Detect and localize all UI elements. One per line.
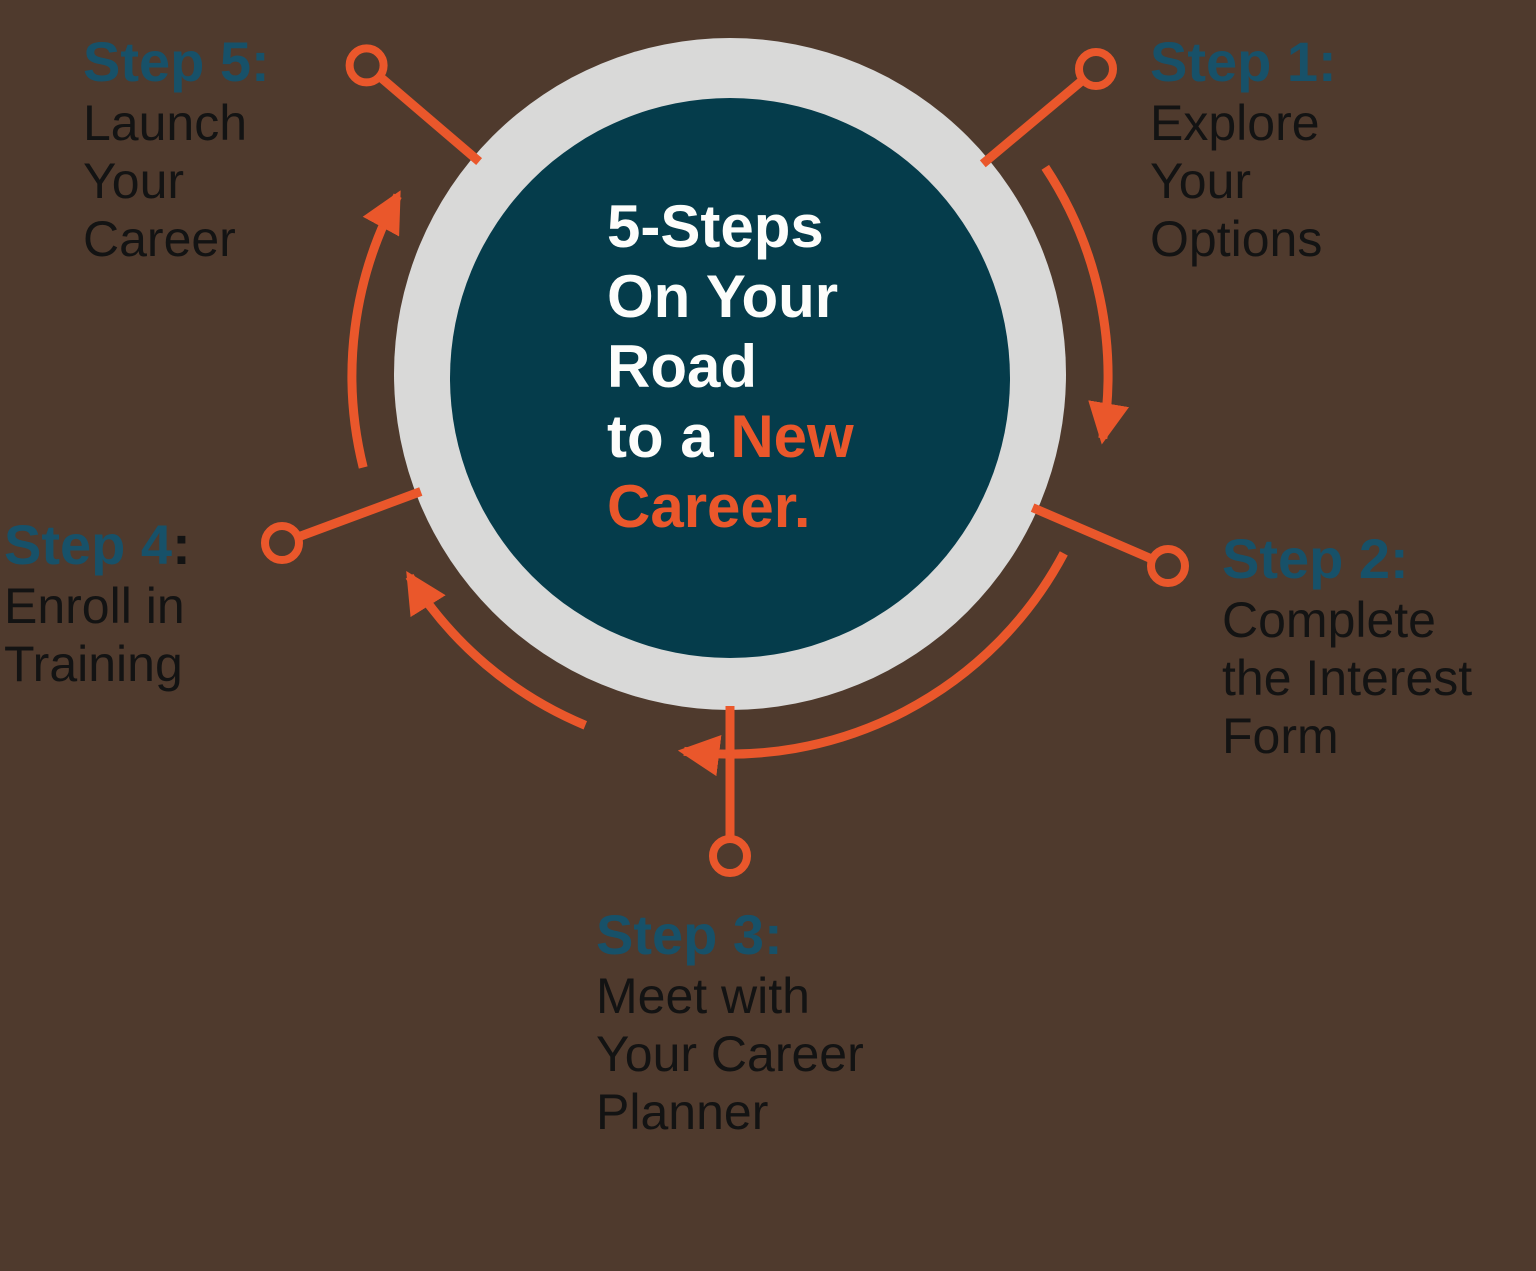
connector-ring-step3 xyxy=(709,835,751,877)
center-title-line4-accent: New xyxy=(730,403,854,470)
connector-line-step2 xyxy=(1030,503,1170,571)
step-3-heading: Step 3: xyxy=(596,903,864,967)
step-4-heading: Step 4: xyxy=(4,513,191,577)
step-5-body: Launch Your Career xyxy=(83,95,248,267)
step-5-heading: Step 5: xyxy=(83,30,270,94)
step-4-label: Step 4: Enroll in Training xyxy=(4,513,191,693)
step-1-body: Explore Your Options xyxy=(1150,95,1323,267)
center-title: 5-Steps On Your Road to a New Career. xyxy=(607,192,854,542)
connector-ring-step2 xyxy=(1147,545,1189,587)
arc-arrow-step4-to-step5 xyxy=(347,190,402,469)
connector-ring-step5 xyxy=(345,44,388,87)
connector-line-step1 xyxy=(979,65,1099,168)
step-1-heading: Step 1: xyxy=(1150,30,1337,94)
connector-ring-step4 xyxy=(261,522,303,564)
arc-arrow-step3-to-step4 xyxy=(405,571,588,730)
step-5-label: Step 5: Launch Your Career xyxy=(83,30,270,268)
step-3-label: Step 3: Meet with Your Career Planner xyxy=(596,903,864,1141)
step-5-heading-text: Step 5: xyxy=(83,30,270,93)
step-4-heading-text: Step 4 xyxy=(4,513,173,576)
arc-arrow-step1-to-step2 xyxy=(1041,164,1130,445)
center-title-white-lines: 5-Steps On Your Road xyxy=(607,193,839,400)
step-2-heading: Step 2: xyxy=(1222,527,1472,591)
step-2-body: Complete the Interest Form xyxy=(1222,592,1473,764)
center-title-line4: to a New xyxy=(607,402,854,472)
arc-arrow-step2-to-step3 xyxy=(677,551,1068,777)
center-title-line5-accent: Career. xyxy=(607,473,811,540)
step-2-label: Step 2: Complete the Interest Form xyxy=(1222,527,1472,765)
connector-ring-step1 xyxy=(1075,48,1117,90)
connector-line-step5 xyxy=(363,61,483,166)
inner-teal-circle xyxy=(450,98,1010,658)
step-1-label: Step 1: Explore Your Options xyxy=(1150,30,1337,268)
center-title-line4-white: to a xyxy=(607,403,714,470)
step-1-heading-text: Step 1: xyxy=(1150,30,1337,93)
step-2-heading-text: Step 2: xyxy=(1222,527,1409,590)
step-3-heading-text: Step 3: xyxy=(596,903,783,966)
step-4-body: Enroll in Training xyxy=(4,578,185,692)
center-title-line5: Career. xyxy=(607,472,854,542)
step-4-heading-suffix: : xyxy=(172,513,191,576)
step-3-body: Meet with Your Career Planner xyxy=(596,968,864,1140)
connector-line-step4 xyxy=(280,487,423,548)
